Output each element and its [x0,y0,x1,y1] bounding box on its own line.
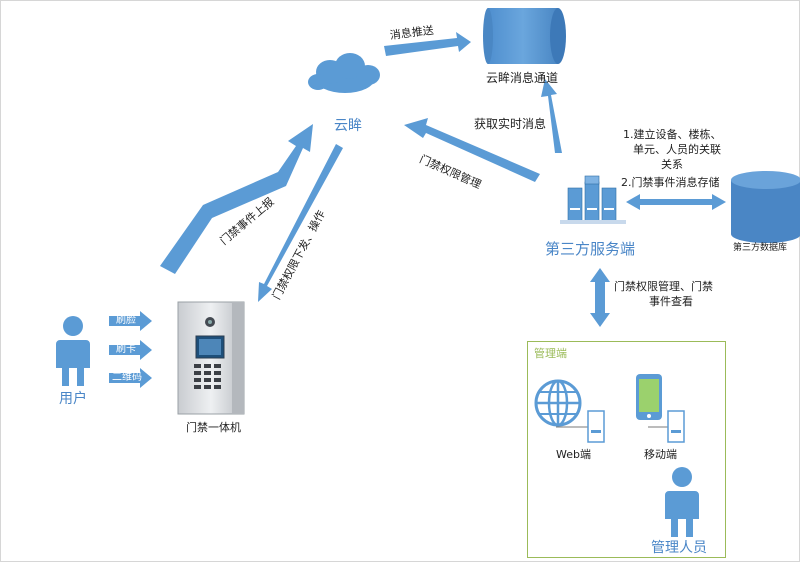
management-box-title: 管理端 [534,347,567,360]
user-icon [56,316,90,386]
mobile-server-icon [648,410,685,443]
cloud-label: 云眸 [334,118,362,134]
database-icon [731,171,800,243]
server-note-2: 单元、人员的关联 [633,143,721,156]
management-box [527,341,726,558]
access-device-icon [177,301,245,415]
realtime-arrow [541,79,562,153]
mobile-label: 移动端 [644,448,677,461]
message-channel-icon [483,8,566,64]
face-arrow [109,311,152,331]
server-note-4: 2.门禁事件消息存储 [621,176,720,189]
web-server-icon [556,410,605,443]
card-input-label: 刷卡 [116,344,136,355]
server-cluster-icon [560,175,626,224]
db-label: 第三方数据库 [733,243,788,253]
server-label: 第三方服务端 [545,240,636,258]
event-report-arrow [160,124,313,274]
qrcode-arrow [109,368,152,388]
globe-icon [534,379,582,427]
realtime-label: 获取实时消息 [474,117,547,131]
server-note-1: 1.建立设备、楼栋、 [623,128,722,141]
cloud-icon [308,53,380,93]
phone-icon [636,374,662,420]
face-input-label: 刷脸 [116,315,136,326]
perm-issue-arrow [258,144,343,302]
push-arrow [384,32,471,56]
server-mgmt-label-1: 门禁权限管理、门禁 [614,280,713,293]
server-note-3: 关系 [661,158,683,171]
server-mgmt-arrow [590,268,610,327]
server-db-arrow [626,194,726,210]
admin-label: 管理人员 [651,540,707,556]
server-mgmt-label-2: 事件查看 [649,295,693,308]
user-label: 用户 [59,391,87,407]
card-arrow [109,340,152,360]
admin-icon [665,467,699,537]
device-label: 门禁一体机 [186,421,241,434]
qrcode-input-label: 二维码 [112,372,142,383]
perm-mgmt-arrow [404,118,540,182]
web-label: Web端 [556,448,591,461]
channel-label: 云眸消息通道 [486,71,559,85]
